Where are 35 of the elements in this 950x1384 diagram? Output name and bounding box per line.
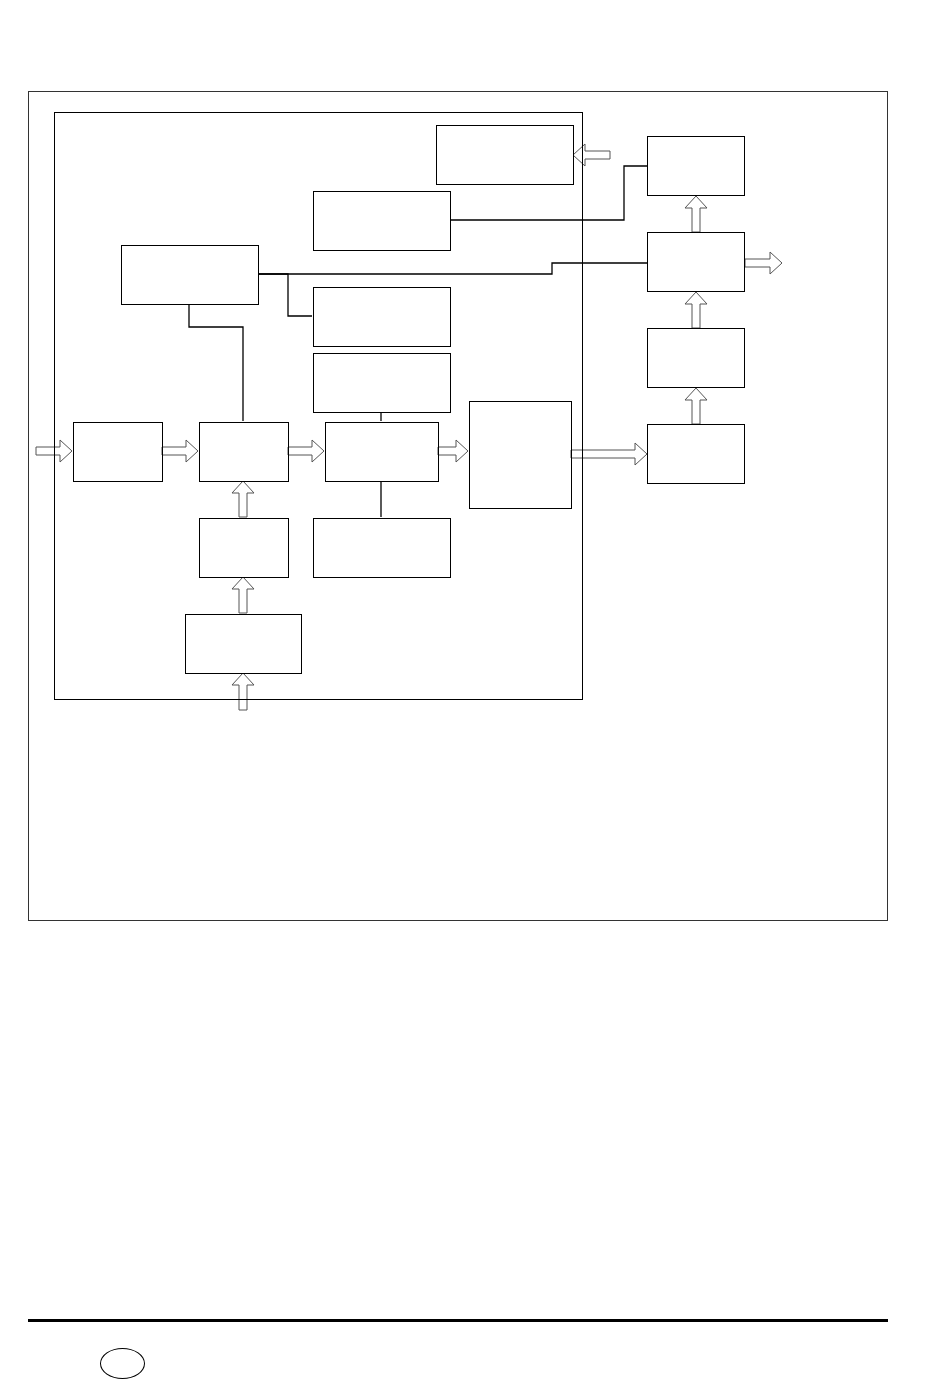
block-box [313, 518, 451, 578]
block-box [647, 136, 745, 196]
block-arrow [570, 442, 648, 466]
block-box [73, 422, 163, 482]
block-box [121, 245, 259, 305]
block-arrow [231, 480, 255, 518]
block-arrow [231, 576, 255, 614]
block-arrow [287, 439, 325, 463]
block-box [436, 125, 574, 185]
block-box [647, 328, 745, 388]
block-arrow [437, 439, 469, 463]
block-box [469, 401, 572, 509]
block-arrow [684, 291, 708, 329]
block-box [647, 232, 745, 292]
block-arrow [231, 672, 255, 711]
block-box [185, 614, 302, 674]
block-arrow [684, 387, 708, 425]
block-box [199, 422, 289, 482]
connector-line [188, 303, 244, 422]
block-arrow [35, 439, 73, 463]
block-box [647, 424, 745, 484]
block-box [313, 287, 451, 347]
block-arrow [744, 251, 783, 275]
block-arrow [572, 143, 611, 167]
connector-line [257, 273, 313, 317]
enclosure-box [54, 112, 583, 700]
block-box [325, 422, 439, 482]
connector-line [380, 411, 382, 422]
connector-line [380, 480, 382, 518]
block-box [199, 518, 289, 578]
block-arrow [684, 195, 708, 233]
block-box [313, 353, 451, 413]
block-box [313, 191, 451, 251]
block-arrow [161, 439, 199, 463]
connector-line [449, 165, 648, 221]
